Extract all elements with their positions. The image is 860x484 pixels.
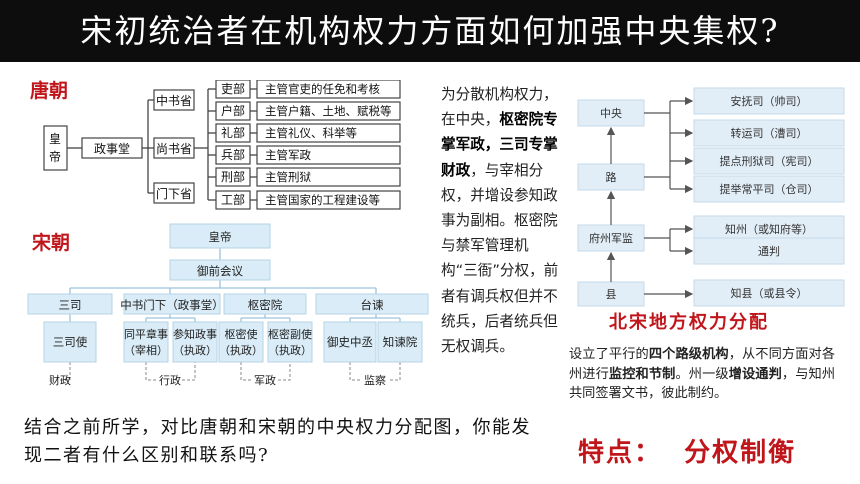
song-sub-line2: （执政） xyxy=(173,343,217,357)
tang-ministry: 吏部 xyxy=(221,81,245,96)
bold-span: 监控和节制 xyxy=(608,366,676,382)
tang-duty: 主管国家的工程建设等 xyxy=(265,193,380,207)
local-level: 中央 xyxy=(600,107,622,120)
local-level: 府州军监 xyxy=(589,231,633,245)
song-sub: 御史中丞 xyxy=(327,335,373,349)
song-domain: 行政 xyxy=(159,373,181,387)
tang-duty: 主管军政 xyxy=(265,148,311,162)
text-span: 设立了平行的 xyxy=(569,347,649,362)
tang-duty: 主管官吏的任免和考核 xyxy=(265,82,380,96)
song-label: 宋朝 xyxy=(32,232,71,254)
song-branch: 台谏 xyxy=(361,298,384,312)
tang-dept: 门下省 xyxy=(156,186,192,201)
song-sub-line1: 同平章事 xyxy=(124,327,168,341)
song-sub: 三司使 xyxy=(53,335,88,349)
feature-summary: 特点： 分权制衡 xyxy=(578,438,797,468)
tang-diagram: 皇 帝 政事堂 中书省 尚书省 门下省 吏部 户部 礼部 兵部 刑部 工部 主管… xyxy=(43,80,401,210)
tang-emperor-1: 皇 xyxy=(49,132,61,146)
title-bar xyxy=(0,0,860,62)
local-office: 知州（或知府等） xyxy=(725,222,813,236)
local-office: 提点刑狱司（宪司） xyxy=(720,154,819,168)
local-office: 安抚司（帅司） xyxy=(731,94,808,108)
local-description: 设立了平行的四个路级机构，从不同方面对各州进行监控和节制。州一级增设通判，与知州… xyxy=(569,345,835,404)
local-level: 路 xyxy=(606,171,617,184)
song-sub-line2: （宰相） xyxy=(124,343,168,357)
text-span: 。州一级 xyxy=(675,366,729,382)
local-office: 知县（或县令） xyxy=(731,286,808,300)
song-sub-line1: 参知政事 xyxy=(173,327,217,341)
tang-label: 唐朝 xyxy=(30,80,69,102)
tang-ministry: 礼部 xyxy=(221,125,245,140)
song-council: 御前会议 xyxy=(197,264,243,278)
central-power-explanation: 为分散机构权力，在中央，枢密院专掌军政，三司专掌财政，与宰相分权，并增设参知政事… xyxy=(441,82,559,359)
song-domain: 军政 xyxy=(254,373,276,387)
song-sub-line2: （执政） xyxy=(268,343,312,357)
song-sub-line1: 枢密副使 xyxy=(268,327,312,341)
song-branch: 枢密院 xyxy=(248,298,283,312)
text-span: ，从不同方面对各州进行 xyxy=(569,347,836,382)
local-level: 县 xyxy=(606,288,617,301)
tang-ministry: 工部 xyxy=(221,192,245,207)
tang-duty: 主管礼仪、科举等 xyxy=(265,126,357,140)
tang-council: 政事堂 xyxy=(94,142,130,156)
song-sub: 知谏院 xyxy=(383,335,418,349)
tang-duty: 主管刑狱 xyxy=(265,170,311,184)
song-domain: 财政 xyxy=(49,373,71,387)
song-emperor: 皇帝 xyxy=(209,230,232,244)
local-caption: 北宋地方权力分配 xyxy=(609,312,769,333)
song-domain: 监察 xyxy=(364,373,386,387)
tang-duty: 主管户籍、土地、赋税等 xyxy=(265,104,392,118)
page-title: 宋初统治者在机构权力方面如何加强中央集权? xyxy=(80,12,780,50)
text-span: ，与知州共同签署文书，彼此制约。 xyxy=(569,366,836,402)
text-span: ，与宰相分权，并增设参知政事为副相。枢密院与禁军管理机构“三衙”分权，前者有调兵… xyxy=(441,161,559,356)
text-span: 为分散机构权力，在中央， xyxy=(441,86,558,129)
tang-dept: 尚书省 xyxy=(156,142,192,156)
tang-ministry: 户部 xyxy=(221,103,245,118)
discussion-question: 结合之前所学，对比唐朝和宋朝的中央权力分配图，你能发现二者有什么区别和联系吗? xyxy=(24,417,531,466)
song-sub-line1: 枢密使 xyxy=(225,327,258,341)
bold-span: 枢密院专掌军政，三司专掌财政 xyxy=(441,111,558,179)
local-power-diagram: 中央 路 府州军监 县 安抚司（帅司） 转运司（漕司） 提点刑狱司（宪司） 提举… xyxy=(577,87,845,307)
local-office: 提举常平司（仓司） xyxy=(720,182,819,196)
tang-ministry: 兵部 xyxy=(221,147,245,162)
local-office: 转运司（漕司） xyxy=(731,126,808,140)
tang-ministry: 刑部 xyxy=(221,169,245,184)
local-office: 通判 xyxy=(758,245,780,258)
bold-span: 四个路级机构 xyxy=(648,347,729,362)
tang-dept: 中书省 xyxy=(156,93,192,108)
bold-span: 增设通判 xyxy=(728,366,782,382)
song-diagram: 皇帝 御前会议 三司 中书门下（政事堂） 枢密院 台谏 三司使 御史中丞 知谏院… xyxy=(27,223,429,387)
song-sub-line2: （执政） xyxy=(219,343,263,357)
song-branch: 三司 xyxy=(59,298,82,312)
song-branch: 中书门下（政事堂） xyxy=(120,298,224,312)
tang-emperor-2: 帝 xyxy=(49,149,61,164)
